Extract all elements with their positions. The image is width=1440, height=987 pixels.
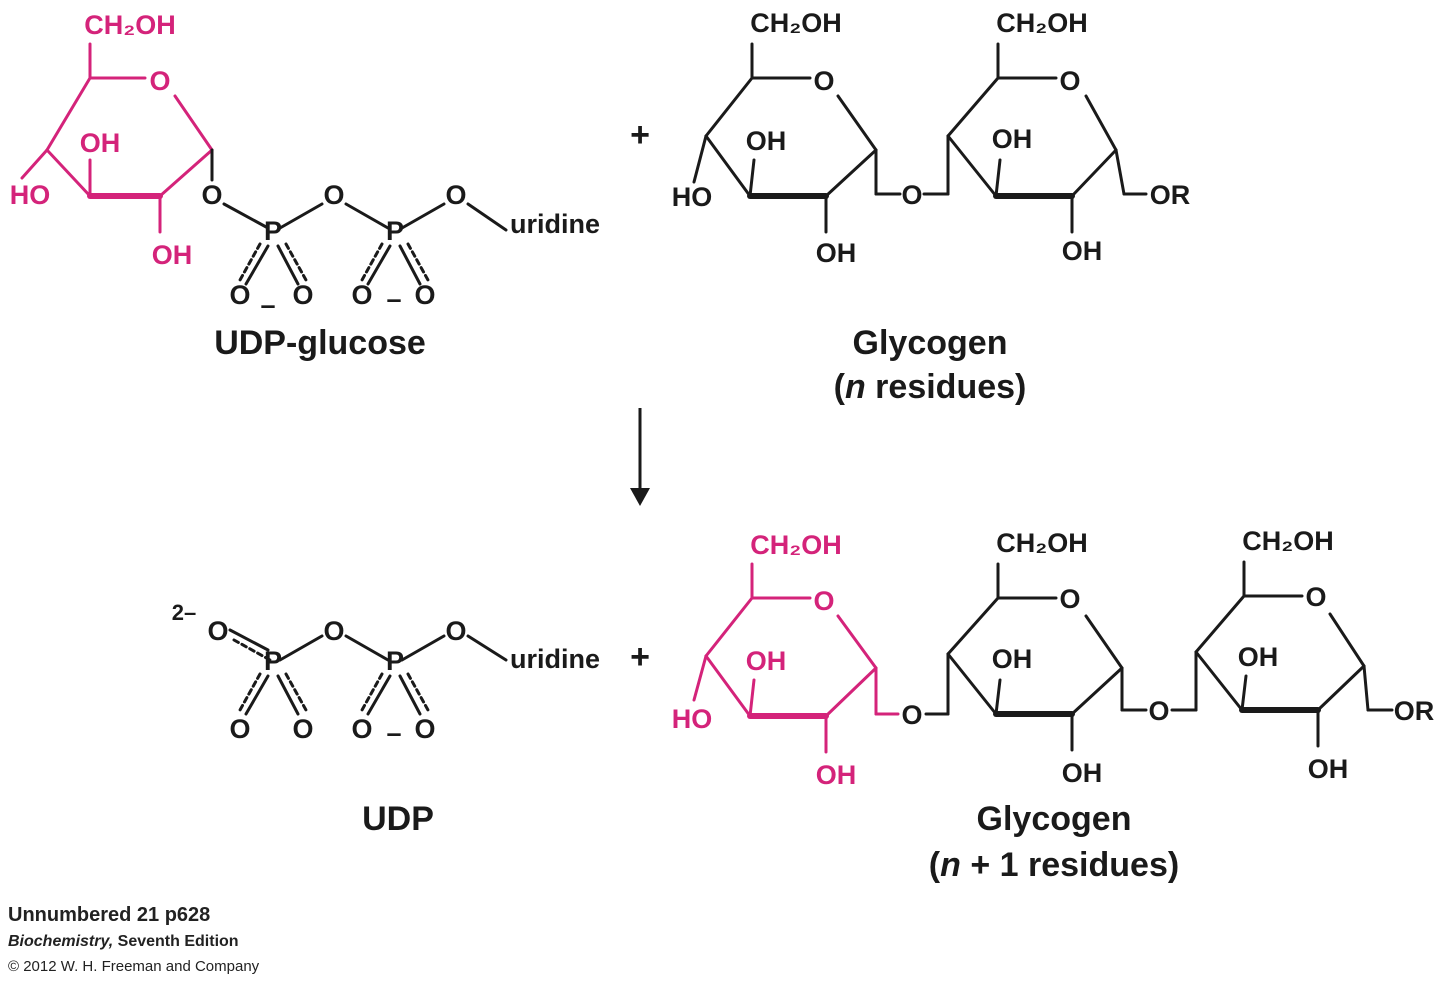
glycogen-n-subtitle-n: n [845, 368, 866, 406]
glycogen-n-ring2-oh-top: OH [992, 124, 1033, 154]
reactant-plus-sign: + [630, 116, 650, 154]
glycogen-ring3-oh-bottom: OH [1308, 754, 1349, 784]
udp-glucose-ho-left-label: HO [10, 180, 51, 210]
glycogen-ring3-or-label: OR [1394, 696, 1435, 726]
udp-name: UDP [362, 800, 434, 838]
udp-glucose-molecule: CH₂OH O OH HO OH O O O P P O O O O [10, 10, 600, 362]
glycogen-new-residue-ring [692, 562, 900, 754]
udp-glucose-uridine-label: uridine [510, 209, 600, 239]
glycogen-n-bridge-o: O [901, 180, 922, 210]
udp-bridge-o-1: O [323, 616, 344, 646]
glycogen-ring3-ch2oh: CH₂OH [1242, 526, 1334, 556]
udp-glucose-bridge-o-1: O [201, 180, 222, 210]
glycogen-new-ch2oh: CH₂OH [750, 530, 842, 560]
glycogen-new-bridge-o: O [901, 700, 922, 730]
glycogen-ring2-bridge-o: O [1148, 696, 1169, 726]
glycogen-n-plus-1-subtitle-open: ( [929, 846, 941, 884]
figure-id-credit: Unnumbered 21 p628 [8, 904, 211, 926]
udp-glucose-oh-top-label: OH [80, 128, 121, 158]
down-arrow [630, 408, 650, 506]
glycogen-n-name: Glycogen [853, 324, 1008, 362]
udp-o-low-1: O [229, 714, 250, 744]
glycogen-new-ring-o: O [813, 586, 834, 616]
udp-glucose-ring [20, 42, 214, 234]
glycogen-n-subtitle-rest: residues) [866, 368, 1027, 406]
glycogen-n-plus-1-name: Glycogen [977, 800, 1132, 838]
udp-glucose-oh-bottom-label: OH [152, 240, 193, 270]
book-title-credit: Biochemistry, Seventh Edition [8, 933, 239, 951]
glycogen-n-ring1-o: O [813, 66, 834, 96]
glycogen-n-ring1-ho-left: HO [672, 182, 713, 212]
glycogen-n-plus-1-subtitle-n: n [940, 846, 961, 884]
udp-charge-label: 2– [172, 600, 196, 625]
glycogen-ring2-oh-top: OH [992, 644, 1033, 674]
glycogen-n-ring2-ch2oh: CH₂OH [996, 8, 1088, 38]
glycogen-n-plus-1-subtitle-rest: + 1 residues) [961, 846, 1179, 884]
udp-o-low-4: O [414, 714, 435, 744]
glycogen-n-molecule: CH₂OH O OH HO OH O CH₂OH O OH OH OR Glyc… [672, 8, 1191, 406]
udp-glucose-ring-o-label: O [149, 66, 170, 96]
copyright-credit: © 2012 W. H. Freeman and Company [8, 958, 260, 975]
glycogen-n-plus-1-molecule: CH₂OH O OH HO OH O CH₂OH O OH OH O CH₂OH… [672, 526, 1435, 884]
udp-glucose-p2: P [386, 216, 404, 246]
udp-p1: P [264, 646, 282, 676]
glycogen-new-oh-top: OH [746, 646, 787, 676]
book-title-italic: Biochemistry, [8, 933, 114, 950]
glycogen-new-ho-left: HO [672, 704, 713, 734]
udp-uridine-label: uridine [510, 644, 600, 674]
udp-o-low-2: O [292, 714, 313, 744]
product-plus-sign: + [630, 638, 650, 676]
udp-glucose-name: UDP-glucose [214, 324, 426, 362]
glycogen-n-bonds [692, 42, 1148, 234]
glycogen-n-ring1-oh-bottom: OH [816, 238, 857, 268]
glycogen-ring3-oh-top: OH [1238, 642, 1279, 672]
udp-molecule: 2– O O O P P O O O O – uridine UDP [172, 600, 600, 838]
glycogen-n-ring1-oh-top: OH [746, 126, 787, 156]
udp-bridge-o-2: O [445, 616, 466, 646]
glycogen-n-subtitle-open: ( [834, 368, 846, 406]
glycogen-n-plus-1-bonds [924, 560, 1394, 752]
glycogen-n-subtitle: (n residues) [834, 368, 1027, 406]
udp-glucose-ch2oh-label: CH₂OH [84, 10, 176, 40]
udp-glucose-minus-2: – [386, 284, 401, 314]
udp-o-terminal: O [207, 616, 228, 646]
udp-glucose-o-dbl-2: O [414, 280, 435, 310]
udp-glucose-bridge-o-3: O [445, 180, 466, 210]
glycogen-n-ring1-ch2oh: CH₂OH [750, 8, 842, 38]
glycogen-new-oh-bottom: OH [816, 760, 857, 790]
glycogen-n-plus-1-subtitle: (n + 1 residues) [929, 846, 1179, 884]
glycogen-n-ring2-o: O [1059, 66, 1080, 96]
glycogen-n-or-label: OR [1150, 180, 1191, 210]
glycogen-n-ring2-oh-bottom: OH [1062, 236, 1103, 266]
glycogen-ring3-o: O [1305, 582, 1326, 612]
udp-glucose-o-minus-2: O [351, 280, 372, 310]
glycogen-ring2-ch2oh: CH₂OH [996, 528, 1088, 558]
udp-glucose-minus-1: – [260, 290, 275, 320]
udp-minus: – [386, 718, 401, 748]
udp-o-low-3: O [351, 714, 372, 744]
udp-p2: P [386, 646, 404, 676]
udp-glucose-o-minus-1: O [229, 280, 250, 310]
udp-glucose-o-dbl-1: O [292, 280, 313, 310]
glycogen-ring2-oh-bottom: OH [1062, 758, 1103, 788]
udp-bonds [228, 628, 508, 716]
book-edition: Seventh Edition [113, 933, 239, 950]
udp-glucose-p1: P [264, 216, 282, 246]
udp-glucose-phosphate-bonds [210, 148, 508, 286]
udp-glucose-bridge-o-2: O [323, 180, 344, 210]
glycogen-ring2-o: O [1059, 584, 1080, 614]
